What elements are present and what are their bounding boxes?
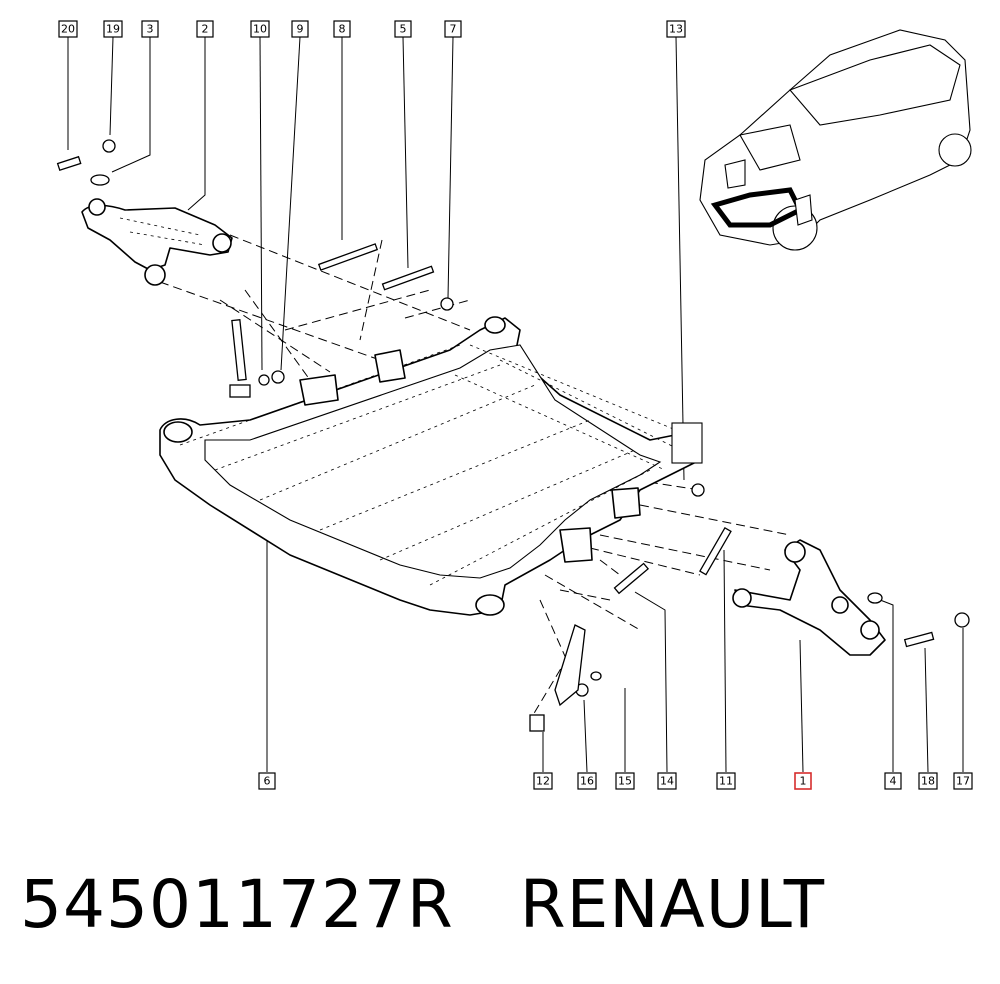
callout-12: 12 bbox=[533, 772, 553, 790]
callout-9: 9 bbox=[291, 20, 309, 38]
callout-2: 2 bbox=[196, 20, 214, 38]
left-control-arm bbox=[81, 198, 233, 286]
callout-7: 7 bbox=[444, 20, 462, 38]
svg-text:17: 17 bbox=[956, 775, 970, 788]
callout-5: 5 bbox=[394, 20, 412, 38]
callout-6: 6 bbox=[258, 772, 276, 790]
svg-text:7: 7 bbox=[450, 23, 457, 36]
callout-14: 14 bbox=[657, 772, 677, 790]
svg-text:8: 8 bbox=[339, 23, 346, 36]
svg-text:9: 9 bbox=[297, 23, 304, 36]
svg-text:18: 18 bbox=[921, 775, 935, 788]
callout-13: 13 bbox=[666, 20, 686, 38]
svg-text:15: 15 bbox=[618, 775, 632, 788]
callout-20: 20 bbox=[58, 20, 78, 38]
svg-text:13: 13 bbox=[669, 23, 683, 36]
svg-text:3: 3 bbox=[147, 23, 154, 36]
svg-text:11: 11 bbox=[719, 775, 733, 788]
callout-4: 4 bbox=[884, 772, 902, 790]
callout-16: 16 bbox=[577, 772, 597, 790]
callout-8: 8 bbox=[333, 20, 351, 38]
leader-lines bbox=[67, 36, 964, 773]
svg-text:5: 5 bbox=[400, 23, 407, 36]
right-control-arm bbox=[732, 539, 886, 656]
callout-19: 19 bbox=[103, 20, 123, 38]
callout-17: 17 bbox=[953, 772, 973, 790]
vehicle-locator-illustration bbox=[699, 29, 972, 251]
callout-10: 10 bbox=[250, 20, 270, 38]
callout-3: 3 bbox=[141, 20, 159, 38]
svg-text:1: 1 bbox=[800, 775, 807, 788]
assembly-dash-lines bbox=[159, 234, 791, 721]
svg-text:16: 16 bbox=[580, 775, 594, 788]
brand-name: RENAULT bbox=[519, 866, 826, 943]
svg-text:12: 12 bbox=[536, 775, 550, 788]
callout-18: 18 bbox=[918, 772, 938, 790]
svg-text:4: 4 bbox=[890, 775, 897, 788]
subframe bbox=[159, 316, 703, 616]
footer-caption: 545011727R RENAULT bbox=[20, 860, 980, 950]
callout-15: 15 bbox=[615, 772, 635, 790]
svg-text:14: 14 bbox=[660, 775, 674, 788]
svg-text:10: 10 bbox=[253, 23, 267, 36]
callout-11: 11 bbox=[716, 772, 736, 790]
svg-text:19: 19 bbox=[106, 23, 120, 36]
svg-text:2: 2 bbox=[202, 23, 209, 36]
fasteners bbox=[56, 139, 970, 732]
svg-text:20: 20 bbox=[61, 23, 75, 36]
part-number: 545011727R bbox=[20, 866, 454, 943]
callout-1-highlighted: 1 bbox=[794, 772, 812, 790]
svg-text:6: 6 bbox=[264, 775, 271, 788]
